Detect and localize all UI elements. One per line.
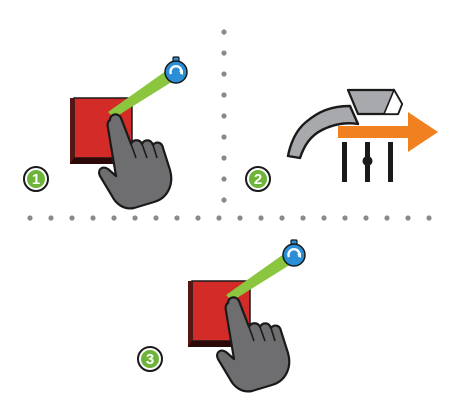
press-button-with-timer-icon — [68, 55, 189, 210]
step-2-badge: 2 — [245, 166, 271, 192]
press-button-with-timer-icon — [186, 238, 307, 393]
step-1-badge: 1 — [23, 166, 49, 192]
step-2-number: 2 — [254, 171, 262, 188]
vertical-divider — [221, 29, 227, 203]
step-3-badge: 3 — [137, 346, 163, 372]
faucet-flow-arrow-icon — [286, 88, 438, 182]
step-3-number: 3 — [146, 351, 154, 368]
step-3-press-button — [186, 238, 307, 393]
step-1-press-button — [68, 55, 189, 210]
horizontal-divider — [27, 215, 432, 221]
step-2-faucet — [286, 88, 438, 182]
step-1-number: 1 — [32, 171, 40, 188]
